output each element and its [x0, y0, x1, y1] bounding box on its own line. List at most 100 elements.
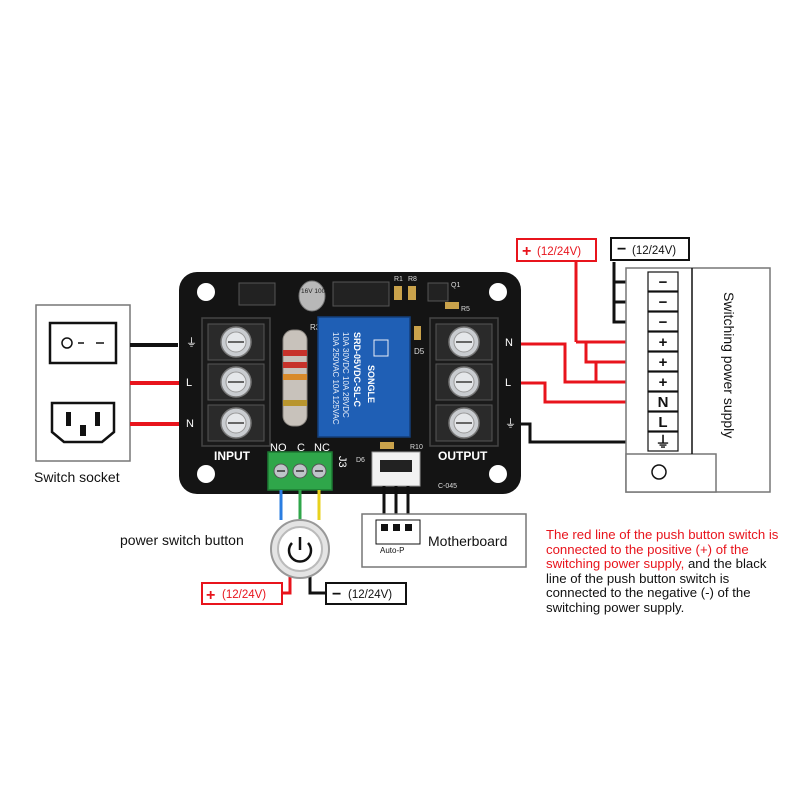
wiring-note-black: and the black line of the push button sw…	[546, 556, 767, 615]
psu-terminal: L	[647, 411, 679, 432]
mount-hole-icon	[197, 465, 215, 483]
plus-sign-icon: +	[206, 587, 215, 604]
psu-terminal: +	[647, 351, 679, 372]
switch-socket-label: Switch socket	[34, 469, 120, 485]
plus-voltage-label-bottom: (12/24V)	[222, 589, 266, 601]
c-label: C	[297, 442, 305, 454]
screw-terminal: N	[435, 323, 513, 361]
motherboard-label: Motherboard	[428, 533, 507, 549]
r1-label: R1	[394, 276, 403, 283]
terminal-label: ⏚	[186, 336, 197, 349]
relay-brand: SONGLE	[366, 365, 376, 403]
smd-resistor	[445, 302, 459, 309]
psu-terminal-strip: − − − + + + NL ⏚	[647, 271, 679, 452]
minus-voltage-label: (12/24V)	[632, 245, 676, 257]
psu-terminal-label: +	[659, 334, 668, 351]
psu-terminal-label: +	[659, 354, 668, 371]
mount-hole-icon	[197, 283, 215, 301]
psu-terminal-label: −	[659, 274, 668, 291]
auto-p-label: Auto-P	[380, 546, 404, 555]
green-terminal-block	[267, 451, 333, 491]
relay-module-board: 16V 100 R1 R8 Q1 R5 R3 10A 250VAC 10A 12…	[179, 272, 521, 494]
screw-terminal: L	[435, 363, 511, 401]
psu-terminal: +	[647, 331, 679, 352]
psu-label: Switching power supply	[721, 292, 737, 438]
q1-label: Q1	[451, 282, 460, 289]
psu-terminal-label: +	[659, 374, 668, 391]
d5-label: D5	[414, 347, 425, 356]
wiring-note: The red line of the push button switch i…	[546, 527, 786, 616]
screw-terminal: L	[186, 363, 265, 401]
smd-resistor	[380, 442, 394, 449]
led-d5	[414, 326, 421, 340]
transistor-chip	[238, 282, 276, 306]
j3-label: J3	[336, 456, 348, 468]
minus-sign-icon: −	[332, 586, 341, 603]
psu-terminal-label: N	[658, 394, 669, 411]
capacitor-label: 16V 100	[301, 288, 326, 295]
smd-resistor	[394, 286, 402, 300]
mount-hole-icon	[489, 465, 507, 483]
inlet-pin-right	[95, 412, 100, 426]
q1-transistor	[427, 282, 449, 302]
wiring-note-red: The red line of the push button switch i…	[546, 527, 779, 572]
psu-plus-supply-tag: + (12/24V)	[516, 238, 597, 262]
r10-label: R10	[410, 444, 423, 451]
psu-indicator-icon	[651, 464, 667, 480]
terminal-label: L	[186, 377, 192, 389]
psu-terminal: −	[647, 311, 679, 332]
d6-label: D6	[356, 457, 365, 464]
terminal-label: N	[186, 418, 194, 430]
screw-terminal: N	[186, 404, 265, 442]
terminal-label: ⏚	[505, 417, 516, 430]
inlet-pin-earth	[80, 425, 86, 436]
screw-terminal: ⏚	[435, 404, 516, 442]
output-label: OUTPUT	[438, 449, 488, 463]
output-terminal-block: N L ⏚	[429, 317, 516, 447]
rocker-off-mark	[61, 337, 73, 349]
plus-sign-icon: +	[522, 243, 531, 260]
switch-socket: Switch socket	[34, 304, 131, 485]
button-plus-supply-tag: + (12/24V)	[201, 582, 283, 605]
psu-terminal-label: −	[659, 314, 668, 331]
minus-sign-icon: −	[617, 241, 626, 258]
psu-terminal: −	[647, 291, 679, 312]
button-minus-supply-tag: − (12/24V)	[325, 582, 407, 605]
r3-label: R3	[310, 323, 321, 332]
motherboard-wires: Auto-P Motherboard	[361, 486, 527, 568]
input-terminal-block: ⏚ L N	[186, 317, 271, 447]
push-button-wires	[279, 490, 326, 595]
relay-rating-2: 10A 30VDC 10A 28VDC	[341, 332, 350, 418]
relay-rating-1: 10A 250VAC 10A 125VAC	[331, 332, 340, 425]
auto-p-header	[375, 519, 421, 545]
r8-label: R8	[408, 276, 417, 283]
terminal-label: L	[505, 377, 511, 389]
optocoupler-chip	[332, 281, 390, 307]
screw-terminal: ⏚	[186, 323, 265, 361]
psu-terminal-label: L	[658, 414, 667, 431]
smd-resistor	[408, 286, 416, 300]
iec-inlet-icon	[50, 401, 116, 444]
relay-logo-icon	[373, 339, 389, 357]
psu-terminal-label: ⏚	[655, 434, 670, 451]
psu-terminal: N	[647, 391, 679, 412]
psu-terminal: −	[647, 271, 679, 292]
power-icon	[287, 542, 313, 563]
relay-model: SRD-05VDC-SL-C	[352, 332, 362, 408]
plus-voltage-label: (12/24V)	[537, 246, 581, 258]
c045-label: C-045	[438, 483, 457, 490]
switching-power-supply: − − − + + + NL ⏚ Switching power supply	[625, 267, 771, 493]
no-label: NO	[270, 442, 287, 454]
nc-label: NC	[314, 442, 330, 454]
psu-terminal: ⏚	[647, 431, 679, 452]
input-label: INPUT	[214, 449, 251, 463]
inlet-pin-left	[66, 412, 71, 426]
r5-label: R5	[461, 306, 470, 313]
mount-hole-icon	[489, 283, 507, 301]
capacitor	[298, 280, 326, 312]
minus-voltage-label-bottom: (12/24V)	[348, 589, 392, 601]
psu-terminal: +	[647, 371, 679, 392]
psu-terminal-label: −	[659, 294, 668, 311]
psu-base	[625, 453, 717, 493]
